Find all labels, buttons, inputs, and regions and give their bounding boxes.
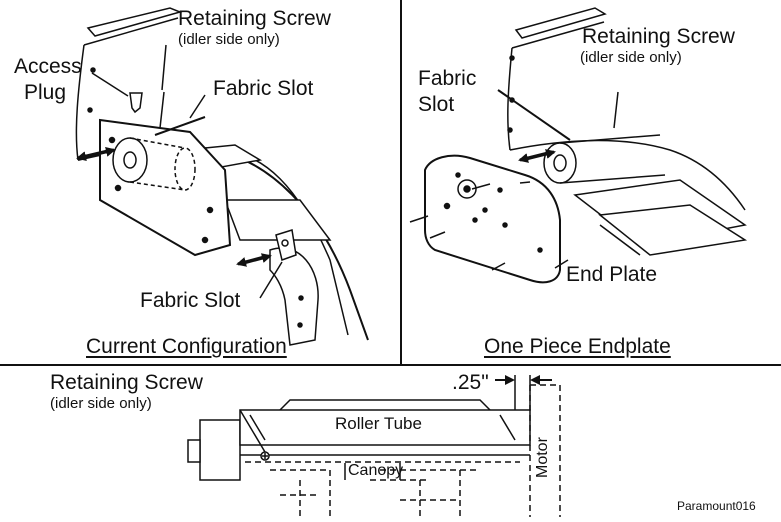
access-plug-label-line1: Access [14, 55, 82, 78]
one-piece-endplate-drawing [409, 7, 748, 284]
slot-arrow-right [239, 253, 272, 266]
insert-arrow-onepiece [521, 149, 556, 162]
fabric-slot-label-line1: Fabric [418, 67, 477, 90]
fabric-slot-top-label: Fabric Slot [213, 77, 314, 100]
one-piece-endplate-caption: One Piece Endplate [484, 335, 671, 358]
access-plug-label-line2: Plug [24, 81, 67, 104]
end-plate-label: End Plate [566, 263, 658, 286]
retaining-screw-label-bottom: Retaining Screw [50, 371, 203, 394]
canopy-label: Canopy [348, 462, 404, 479]
bottom-section-drawing [187, 375, 561, 517]
roller-tube-label: Roller Tube [335, 414, 422, 433]
motor-label: Motor [534, 437, 551, 478]
retaining-screw-label: Retaining Screw [178, 7, 331, 30]
fabric-slot-bottom-label: Fabric Slot [140, 289, 241, 312]
retaining-screw-note-onepiece: (idler side only) [580, 49, 682, 66]
retaining-screw-note-bottom: (idler side only) [50, 395, 152, 412]
retaining-screw-label-onepiece: Retaining Screw [582, 25, 735, 48]
fabric-slot-label-line2: Slot [418, 93, 455, 116]
current-configuration-drawing [75, 7, 369, 346]
retaining-screw-note: (idler side only) [178, 31, 280, 48]
dimension-label: .25" [452, 371, 489, 394]
current-configuration-caption: Current Configuration [86, 335, 287, 358]
credit-label: Paramount016 [677, 499, 756, 513]
insert-arrow-current [79, 146, 116, 160]
